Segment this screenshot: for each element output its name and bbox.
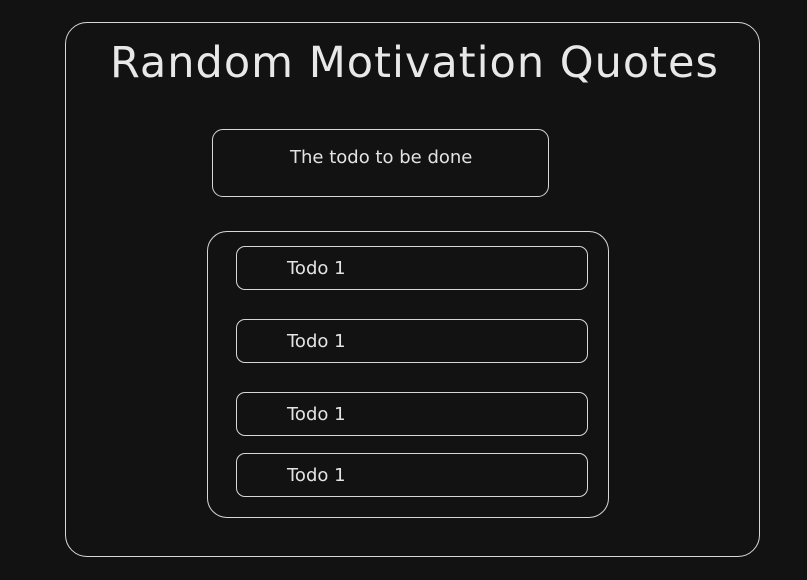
- todo-item-label: Todo 1: [287, 331, 346, 352]
- page-title: Random Motivation Quotes: [110, 38, 719, 88]
- todo-item[interactable]: Todo 1: [236, 392, 588, 436]
- todo-item-label: Todo 1: [287, 465, 346, 486]
- cropped-stroke: [372, 0, 380, 4]
- cropped-stroke: [478, 0, 494, 4]
- todo-item-label: Todo 1: [287, 258, 346, 279]
- todo-item[interactable]: Todo 1: [236, 453, 588, 497]
- todo-item[interactable]: Todo 1: [236, 319, 588, 363]
- todo-input[interactable]: [212, 129, 549, 197]
- cropped-stroke: [440, 0, 446, 4]
- todo-list: [207, 231, 609, 518]
- todo-item[interactable]: Todo 1: [236, 246, 588, 290]
- app-frame: [65, 22, 760, 557]
- todo-item-label: Todo 1: [287, 404, 346, 425]
- todo-input-text: The todo to be done: [290, 147, 473, 168]
